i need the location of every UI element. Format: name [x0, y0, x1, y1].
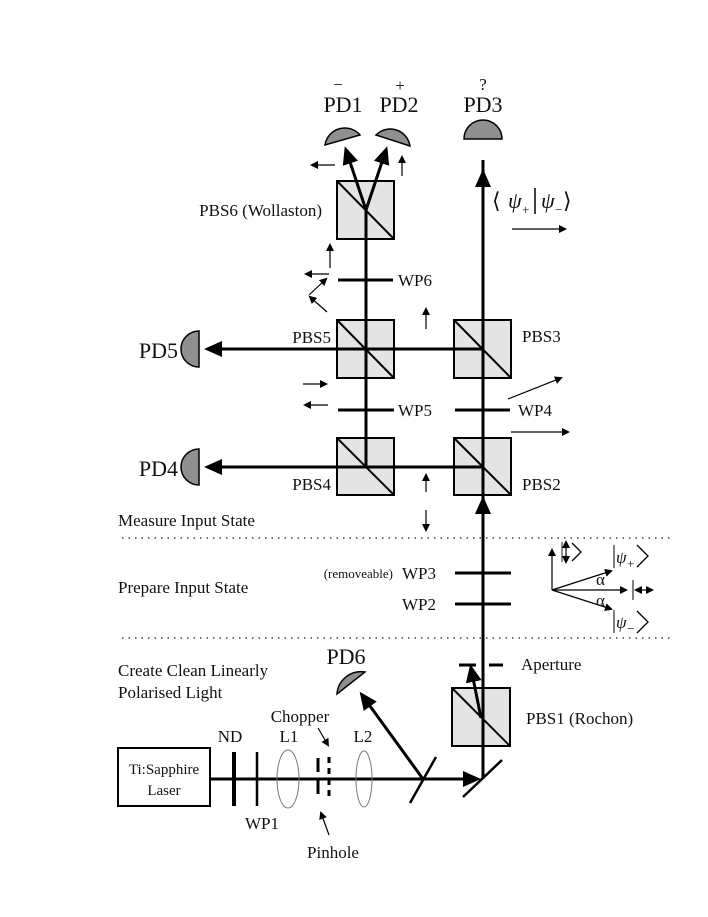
- polarization-arrows: [303, 155, 570, 532]
- pd5-detector: [180, 330, 200, 368]
- chopper-label: Chopper: [271, 707, 330, 726]
- pd6-detector: [336, 670, 367, 696]
- pbs2-label: PBS2: [522, 475, 561, 494]
- beam-to-pd6: [359, 691, 425, 780]
- lens-l1: [276, 749, 300, 809]
- pd6-label: PD6: [326, 644, 365, 669]
- pd1-detector: [324, 127, 362, 147]
- svg-text:ψ: ψ: [616, 548, 627, 567]
- pd2-label: PD2: [379, 92, 418, 117]
- svg-text:−: −: [627, 621, 634, 636]
- aperture-label: Aperture: [521, 655, 581, 674]
- svg-text:−: −: [555, 202, 562, 217]
- wp2-label: WP2: [402, 595, 436, 614]
- svg-text:α: α: [596, 570, 605, 589]
- section-label-create-1: Create Clean Linearly: [118, 661, 269, 680]
- pd1-label: PD1: [323, 92, 362, 117]
- beam-rochon-deflected: [465, 664, 483, 719]
- svg-text:ψ: ψ: [541, 188, 555, 213]
- wp5-label: WP5: [398, 401, 432, 420]
- pd3-sign: ?: [479, 75, 487, 94]
- pbs3-label: PBS3: [522, 327, 561, 346]
- svg-text:ψ: ψ: [616, 613, 627, 632]
- pinhole-label: Pinhole: [307, 843, 359, 862]
- polarization-inset: ψ + α α ψ −: [548, 540, 654, 636]
- laser-label-2: Laser: [147, 783, 180, 799]
- wp6-label: WP6: [398, 271, 432, 290]
- pinhole-pointer: [319, 811, 330, 836]
- lens-l2: [355, 750, 373, 808]
- pbs4-label: PBS4: [292, 475, 331, 494]
- pbs5-label: PBS5: [292, 328, 331, 347]
- svg-text:α: α: [596, 591, 605, 610]
- pbs6-label: PBS6 (Wollaston): [199, 201, 322, 220]
- pd1-sign: −: [333, 75, 343, 94]
- section-label-measure: Measure Input State: [118, 511, 255, 530]
- l1-label: L1: [280, 727, 299, 746]
- svg-text:⟩: ⟩: [563, 188, 572, 213]
- pd2-detector: [374, 128, 411, 148]
- svg-text:⟨: ⟨: [492, 188, 501, 213]
- svg-text:ψ: ψ: [508, 188, 522, 213]
- pd3-detector: [463, 119, 503, 140]
- pd5-label: PD5: [139, 338, 178, 363]
- l2-label: L2: [354, 727, 373, 746]
- beam-to-pd1: [342, 146, 368, 211]
- wp3-label: WP3: [402, 564, 436, 583]
- pd4-detector: [180, 448, 200, 486]
- pbs1-label: PBS1 (Rochon): [526, 709, 633, 728]
- pd2-sign: +: [395, 76, 405, 95]
- laser-box: [117, 747, 211, 807]
- wp4-label: WP4: [518, 401, 553, 420]
- nd-label: ND: [218, 727, 243, 746]
- laser-label-1: Ti:Sapphire: [129, 762, 200, 778]
- pd4-label: PD4: [139, 456, 178, 481]
- wp1-label: WP1: [245, 814, 279, 833]
- beam-to-pd2: [364, 146, 390, 211]
- wp3-note: (removeable): [324, 566, 393, 581]
- section-label-create-2: Polarised Light: [118, 683, 223, 702]
- pd3-label: PD3: [463, 92, 502, 117]
- bra-ket-label: ⟨ ψ + ψ − ⟩: [492, 188, 572, 217]
- chopper-pointer: [317, 727, 330, 747]
- section-label-prepare: Prepare Input State: [118, 578, 248, 597]
- sampling-mirror: [408, 756, 438, 804]
- svg-text:+: +: [522, 202, 529, 217]
- svg-text:+: +: [627, 556, 634, 571]
